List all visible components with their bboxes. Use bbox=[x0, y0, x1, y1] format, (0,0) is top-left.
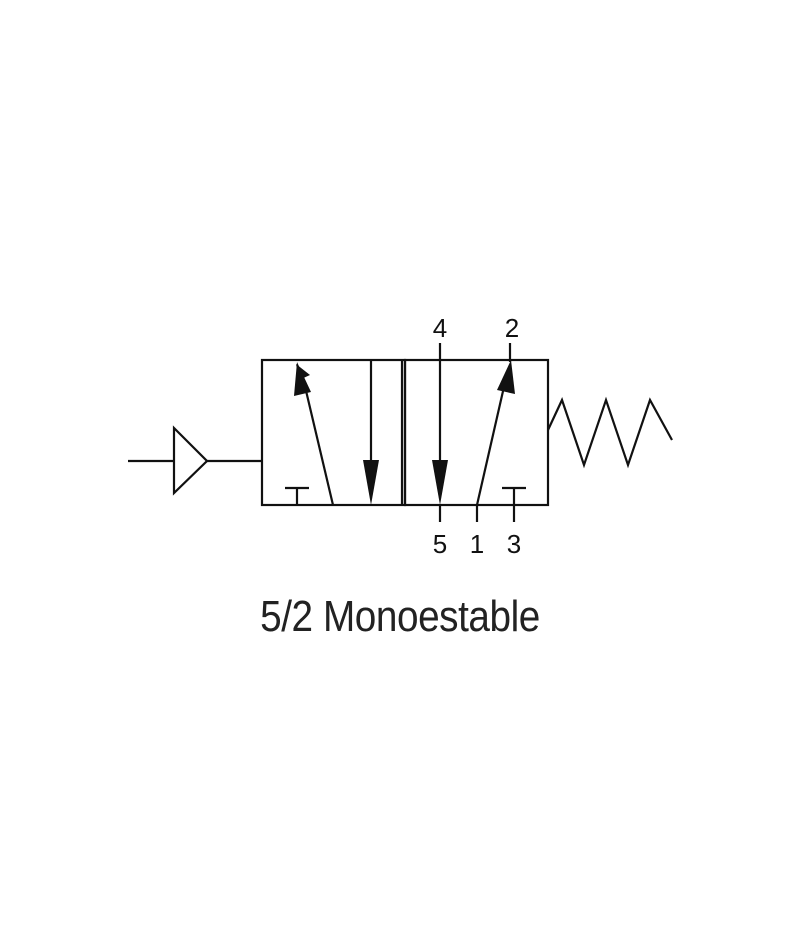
blocked-port-icon bbox=[285, 486, 309, 505]
spring-return-icon bbox=[547, 396, 673, 469]
port-label-1: 1 bbox=[470, 529, 484, 559]
blocked-port-icon bbox=[502, 486, 526, 505]
flow-arrow-icon bbox=[432, 343, 448, 505]
flow-arrow-icon bbox=[475, 343, 515, 506]
valve-envelope-left bbox=[260, 358, 407, 507]
flow-arrow-icon bbox=[363, 360, 379, 505]
port-label-3: 3 bbox=[507, 529, 521, 559]
port-label-5: 5 bbox=[433, 529, 447, 559]
valve-envelope-right bbox=[403, 358, 550, 507]
port-label-2: 2 bbox=[505, 313, 519, 343]
diagram-title: 5/2 Monoestable bbox=[260, 592, 540, 641]
flow-arrow-icon bbox=[294, 362, 335, 506]
pneumatic-pilot-triangle-icon bbox=[128, 425, 262, 496]
port-label-4: 4 bbox=[433, 313, 447, 343]
